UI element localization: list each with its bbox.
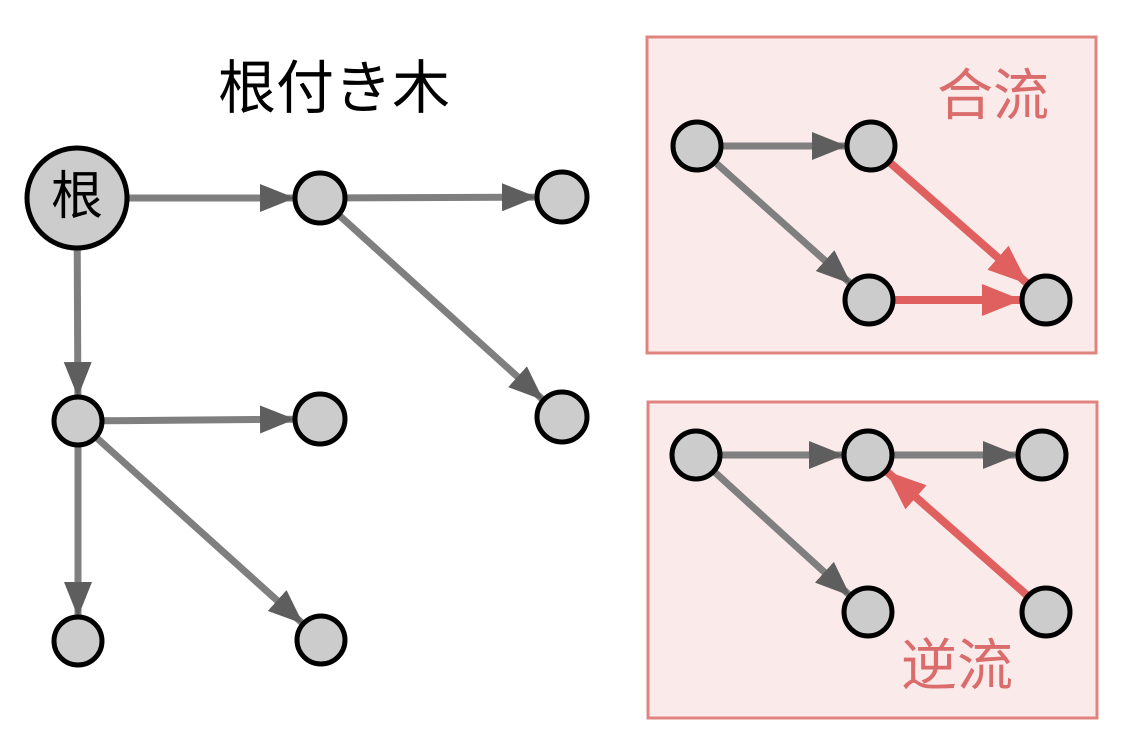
backflow-box-label: 逆流 [901, 634, 1013, 699]
merge-node-m1 [670, 119, 724, 173]
tree-node-c [534, 389, 590, 445]
merge-node-m2 [844, 119, 898, 173]
tree-edge-d-e [101, 405, 296, 434]
tree-edge-a-b [344, 183, 538, 212]
tree-node-a [292, 170, 348, 226]
tree-node-g [294, 613, 348, 667]
merge-node-m3 [842, 273, 896, 327]
backflow-edge-b5-b2 [883, 467, 1031, 600]
backflow-node-b5 [1019, 585, 1073, 639]
tree-edge-root-d [63, 247, 92, 398]
tree-node-root [24, 145, 130, 251]
backflow-node-b3 [1015, 428, 1069, 482]
tree-node-f [51, 614, 105, 668]
backflow-node-b4 [841, 585, 895, 639]
merge-box-label: 合流 [937, 64, 1049, 129]
merge-node-m4 [1019, 273, 1073, 327]
merge-edge-m2-m4 [886, 158, 1031, 288]
tree-node-b [534, 169, 590, 225]
tree-edge-a-c [336, 212, 546, 403]
diagram-title: 根付き木 [217, 54, 451, 122]
backflow-edge-b1-b4 [711, 468, 853, 599]
tree-node-d [51, 394, 105, 448]
backflow-node-b2 [841, 428, 895, 482]
backflow-node-b1 [669, 428, 723, 482]
tree-edge-d-g [93, 434, 306, 627]
tree-node-e [292, 391, 348, 447]
root-node-label: 根 [50, 167, 104, 227]
merge-edge-m1-m3 [712, 159, 854, 287]
